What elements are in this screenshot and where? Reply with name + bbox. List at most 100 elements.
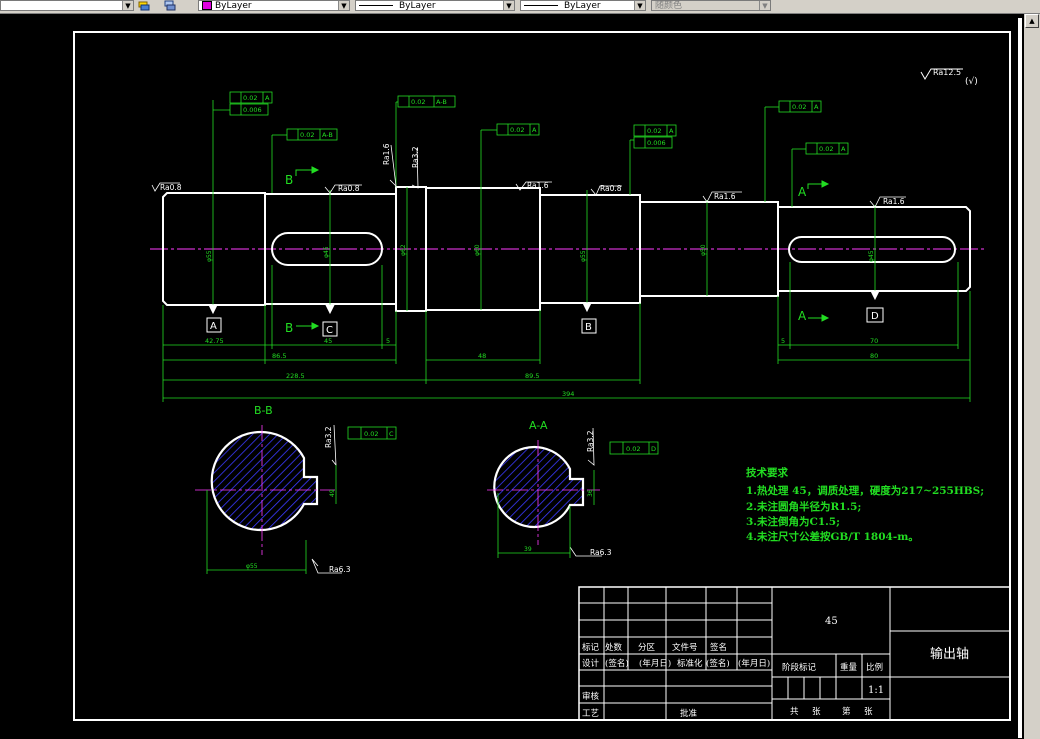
svg-text:张: 张 (864, 707, 873, 717)
section-marks: B B A A (285, 166, 830, 335)
svg-text:394: 394 (562, 390, 574, 398)
vertical-scrollbar[interactable]: ▲ (1024, 14, 1040, 739)
svg-text:Ra0.8: Ra0.8 (160, 183, 182, 192)
svg-text:Ra3.2: Ra3.2 (411, 146, 420, 168)
linetype-value: ByLayer (399, 1, 436, 11)
svg-text:A: A (265, 94, 270, 102)
svg-text:B: B (285, 321, 293, 335)
svg-text:Ra3.2: Ra3.2 (586, 430, 595, 452)
section-a-title: A-A (529, 419, 548, 432)
svg-text:Ra1.6: Ra1.6 (883, 197, 905, 206)
svg-text:A: A (841, 145, 846, 153)
svg-text:45: 45 (324, 337, 332, 345)
svg-text:(签名): (签名) (605, 658, 629, 669)
lineweight-control[interactable]: ByLayer ▼ (520, 0, 646, 11)
technical-requirements: 技术要求 1.热处理 45，调质处理，硬度为217~255HBS; 2.未注圆角… (746, 466, 984, 543)
svg-text:0.006: 0.006 (647, 139, 666, 147)
datum-markers: A C B D (206, 290, 884, 337)
svg-text:228.5: 228.5 (286, 372, 305, 380)
plotstyle-control[interactable]: 随颜色 ▼ (651, 0, 771, 11)
svg-text:比例: 比例 (866, 662, 883, 673)
svg-text:Ra3.2: Ra3.2 (324, 426, 333, 448)
frame-edge (1018, 18, 1022, 738)
svg-text:φ60: φ60 (474, 244, 481, 256)
section-b-title: B-B (254, 404, 273, 417)
layers-icon[interactable] (138, 0, 150, 11)
tech-line-2: 2.未注圆角半径为R1.5; (746, 500, 861, 513)
svg-text:Ra1.6: Ra1.6 (527, 181, 549, 190)
chevron-down-icon[interactable]: ▼ (122, 1, 133, 10)
tolerance-frames (229, 91, 849, 455)
svg-text:φ45: φ45 (868, 250, 875, 262)
svg-text:(年月日): (年月日) (639, 658, 671, 669)
svg-text:签名: 签名 (710, 642, 727, 653)
svg-text:标记: 标记 (582, 642, 600, 653)
roughness-label: Ra12.5 (933, 68, 961, 77)
annotation-lines (162, 100, 971, 402)
svg-text:D: D (651, 445, 656, 453)
svg-text:标准化: 标准化 (677, 658, 703, 669)
svg-text:张: 张 (812, 707, 821, 717)
linetype-preview (359, 5, 393, 6)
drawing-canvas[interactable]: Ra12.5 (√) (0, 14, 1024, 739)
svg-text:0.02: 0.02 (510, 126, 524, 134)
svg-text:A: A (814, 103, 819, 111)
svg-text:0.02: 0.02 (300, 131, 314, 139)
roughness-top-right: Ra12.5 (√) (920, 68, 978, 87)
svg-text:48: 48 (478, 352, 486, 360)
svg-text:设计: 设计 (582, 658, 600, 669)
svg-text:70: 70 (870, 337, 878, 345)
layer-combo-tail[interactable]: ▼ (0, 0, 134, 11)
layer-previous-icon[interactable] (164, 0, 176, 11)
svg-text:0.02: 0.02 (819, 145, 833, 153)
svg-text:Ra1.6: Ra1.6 (714, 192, 736, 201)
chevron-down-icon[interactable]: ▼ (759, 1, 770, 10)
chevron-down-icon[interactable]: ▼ (634, 1, 645, 10)
diameter-labels: φ55 φ45 φ62 φ60 φ55 φ50 φ45 (206, 244, 875, 262)
plotstyle-value: 随颜色 (655, 1, 683, 11)
svg-text:C: C (326, 325, 333, 336)
length-dimensions: 42.75 86.5 45 5 48 228.5 89.5 5 70 80 39… (205, 337, 878, 398)
svg-text:Ra0.8: Ra0.8 (338, 184, 360, 193)
svg-text:0.02: 0.02 (792, 103, 806, 111)
svg-text:分区: 分区 (638, 643, 656, 653)
roughness-symbols: Ra0.8 Ra0.8 Ra1.6 Ra0.8 Ra1.6 Ra1.6 Ra1.… (151, 143, 906, 574)
svg-text:Ra0.8: Ra0.8 (600, 184, 622, 193)
svg-text:0.02: 0.02 (411, 98, 425, 106)
title-block (578, 586, 1011, 721)
sheet-border (73, 31, 1011, 721)
svg-text:Ra1.6: Ra1.6 (382, 143, 391, 165)
svg-text:A: A (798, 185, 807, 199)
material-value: 45 (825, 616, 838, 627)
svg-text:(签名): (签名) (706, 658, 730, 669)
svg-text:5: 5 (386, 337, 390, 345)
tech-line-3: 3.未注倒角为C1.5; (746, 515, 840, 528)
svg-text:0.02: 0.02 (364, 430, 378, 438)
svg-text:C: C (389, 430, 394, 438)
svg-text:0.02: 0.02 (647, 127, 661, 135)
svg-text:A-B: A-B (322, 131, 333, 139)
lineweight-value: ByLayer (564, 1, 601, 11)
svg-text:共: 共 (790, 707, 799, 717)
color-swatch (202, 1, 212, 10)
svg-text:(年月日): (年月日) (738, 658, 770, 669)
scroll-up-button[interactable]: ▲ (1025, 14, 1039, 28)
svg-text:1:1: 1:1 (868, 685, 884, 696)
svg-text:处数: 处数 (605, 642, 623, 653)
lineweight-preview (524, 5, 558, 6)
tech-line-4: 4.未注尺寸公差按GB/T 1804-m。 (746, 530, 919, 543)
svg-text:阶段标记: 阶段标记 (782, 662, 817, 673)
svg-text:A: A (669, 127, 674, 135)
properties-toolbar: ▼ ByLayer ▼ ByLayer ▼ ByLayer ▼ 随颜色 ▼ (0, 0, 1040, 14)
svg-text:A: A (210, 321, 217, 332)
color-control[interactable]: ByLayer ▼ (198, 0, 350, 11)
color-value: ByLayer (215, 1, 252, 11)
svg-text:86.5: 86.5 (272, 352, 286, 360)
linetype-control[interactable]: ByLayer ▼ (355, 0, 515, 11)
chevron-down-icon[interactable]: ▼ (338, 1, 349, 10)
chevron-down-icon[interactable]: ▼ (503, 1, 514, 10)
title-block-text: 45 输出轴 标记 处数 分区 文件号 签名 设计 (签名) (年月日) 标准化… (582, 616, 969, 719)
part-name: 输出轴 (930, 646, 969, 662)
svg-text:Ra6.3: Ra6.3 (329, 565, 351, 574)
svg-text:36: 36 (587, 489, 594, 497)
